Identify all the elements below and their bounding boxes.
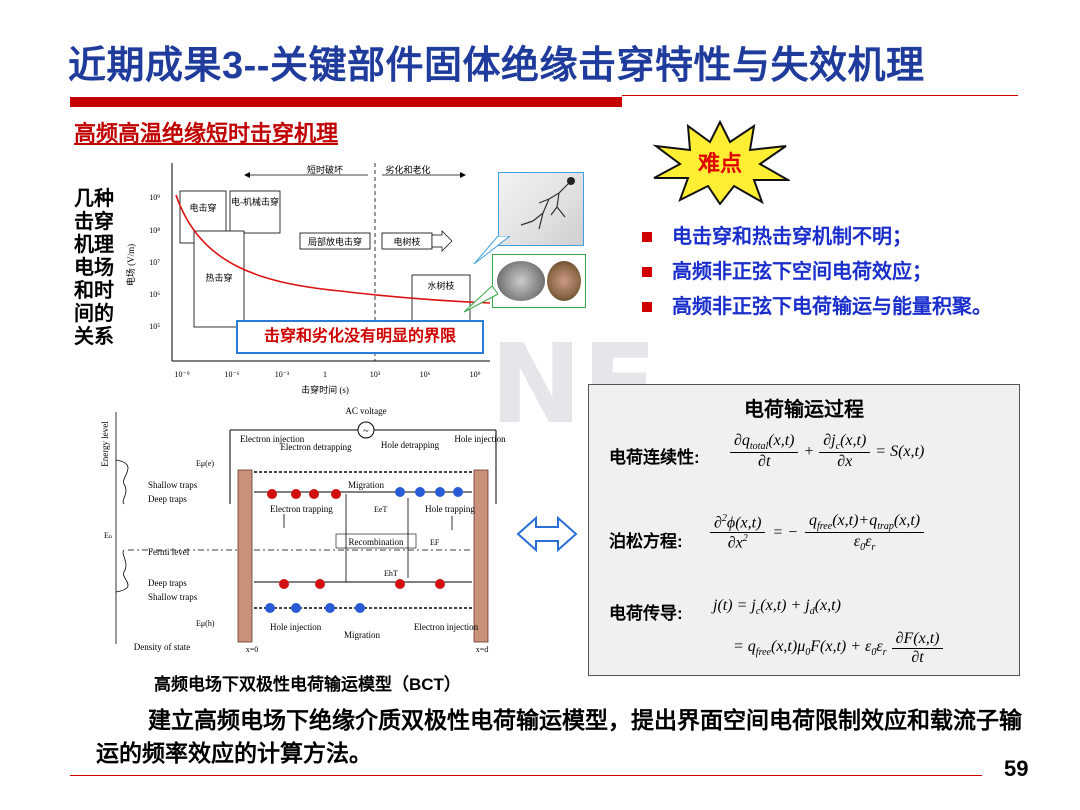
bullet-square-icon: [642, 302, 652, 312]
migration-top-label: Migration: [348, 480, 384, 490]
conduction-equation-1: j(t) = jc(x,t) + jd(x,t): [713, 597, 841, 618]
y-tick: 10⁸: [149, 226, 160, 235]
title-underline-line: [622, 95, 1018, 96]
tree-callout-pointer: [473, 236, 510, 265]
deep-traps-label-2: Deep traps: [148, 578, 187, 588]
xd-label: x=d: [476, 645, 489, 654]
bct-model-diagram: Energy level Density of state Shallow tr…: [100, 406, 506, 654]
aging-label: 劣化和老化: [385, 164, 430, 175]
x-tick: 10⁻³: [275, 370, 290, 379]
hole-trapping-label: Hole trapping: [425, 504, 475, 514]
e-f-label: EF: [430, 538, 440, 547]
x-tick: 10³: [370, 370, 381, 379]
shallow-traps-label: Shallow traps: [148, 480, 198, 490]
conclusion-text: 建立高频电场下绝缘介质双极性电荷输运模型，提出界面空间电荷限制效应和载流子输运的…: [96, 707, 1022, 766]
y-tick: 10⁹: [149, 193, 160, 202]
x-tick: 10⁶: [420, 370, 431, 379]
y-tick: 10⁵: [149, 322, 160, 331]
e-mu-e-label: Eμ(e): [196, 459, 214, 468]
deep-traps-label: Deep traps: [148, 494, 187, 504]
boundary-note-box: 击穿和劣化没有明显的界限: [236, 320, 484, 354]
hole-injection-label: Hole injection: [454, 434, 506, 444]
energy-axis-label: Energy level: [100, 421, 110, 467]
difficulty-burst: [652, 120, 790, 205]
short-term-label: 短时破坏: [307, 164, 343, 175]
x-tick: 10⁻⁹: [174, 370, 189, 379]
box-electromechanical: 电-机械击穿: [231, 196, 279, 207]
y-axis-label: 电场 (V/m): [125, 244, 136, 286]
shallow-traps-label-2: Shallow traps: [148, 592, 198, 602]
x-tick: 10⁹: [470, 370, 481, 379]
difficulty-label: 难点: [697, 151, 742, 176]
e-n-label: Eₙ: [104, 531, 113, 540]
difficulty-bullets: 电击穿和热击穿机制不明； 高频非正弦下空间电荷效应； 高频非正弦下电荷输运与能量…: [640, 224, 992, 329]
boundary-note: 击穿和劣化没有明显的界限: [263, 328, 456, 345]
bullet-square-icon: [642, 267, 652, 277]
footer-line: [70, 775, 982, 776]
box-electrical-tree: 电树枝: [393, 236, 420, 247]
poisson-label: 泊松方程:: [609, 532, 683, 551]
continuity-equation: ∂qtotal(x,t)∂t + ∂jc(x,t)∂x = S(x,t): [729, 431, 928, 472]
fermi-level-label: Fermi level: [148, 547, 190, 557]
bct-caption: 高频电场下双极性电荷输运模型（BCT）: [154, 675, 461, 694]
bullet-item: 高频非正弦下电荷输运与能量积聚。: [640, 294, 992, 329]
box-water-tree: 水树枝: [427, 280, 454, 291]
x-axis-label: 击穿时间 (s): [301, 384, 349, 395]
ac-symbol-icon: ~: [363, 426, 369, 437]
page-number: 59: [1004, 756, 1029, 781]
e-ht-label: EhT: [384, 569, 398, 578]
bullet-item: 高频非正弦下空间电荷效应；: [640, 259, 992, 294]
section-subtitle: 高频高温绝缘短时击穿机理: [74, 121, 339, 146]
electron-trapping-label: Electron trapping: [270, 504, 333, 514]
water-tree-callout-pointer: [463, 286, 498, 313]
e-mu-h-label: Eμ(h): [196, 619, 215, 628]
side-label: 几种击穿机理电场和时间的关系: [74, 188, 114, 348]
recombination-label: Recombination: [349, 537, 404, 547]
charge-transport-panel: 电荷输运过程 电荷连续性: ∂qtotal(x,t)∂t + ∂jc(x,t)∂…: [588, 384, 1020, 676]
page-title: 近期成果3--关键部件固体绝缘击穿特性与失效机理: [68, 45, 925, 87]
x-tick: 1: [323, 370, 327, 379]
conduction-equation-2: = qfree(x,t)μ0F(x,t) + ε0εr ∂F(x,t)∂t: [729, 629, 944, 668]
continuity-label: 电荷连续性:: [609, 448, 700, 467]
breakdown-curve: [175, 194, 491, 304]
x-tick: 10⁻⁶: [224, 370, 239, 379]
x0-label: x=0: [246, 645, 259, 654]
box-thermal-breakdown: 热击穿: [205, 272, 232, 283]
electron-injection-label: Electron injection: [240, 434, 305, 444]
breakdown-mechanism-chart: 短时破坏 劣化和老化 电场 (V/m) 10⁹ 10⁸ 10⁷ 10⁶ 10⁵ …: [125, 163, 491, 395]
box-electric-breakdown: 电击穿: [189, 202, 216, 213]
charge-transport-title: 电荷输运过程: [744, 399, 864, 421]
box-partial-discharge: 局部放电击穿: [308, 236, 362, 247]
hole-detrapping-label: Hole detrapping: [381, 440, 440, 450]
y-tick: 10⁶: [149, 290, 160, 299]
bullet-item: 电击穿和热击穿机制不明；: [640, 224, 992, 259]
title-underline-bar: [70, 97, 622, 107]
e-et-label: EeT: [374, 505, 387, 514]
water-tree-image: [492, 254, 586, 308]
density-axis-label: Density of state: [134, 642, 191, 652]
bullet-square-icon: [642, 232, 652, 242]
migration-bottom-label: Migration: [344, 630, 380, 640]
electron-injection-bottom-label: Electron injection: [414, 622, 479, 632]
y-tick: 10⁷: [149, 258, 160, 267]
poisson-equation: ∂2ϕ(x,t)∂x2 = − qfree(x,t)+qtrap(x,t)ε0ε…: [709, 511, 925, 554]
electrical-tree-image: [498, 172, 584, 246]
hole-injection-bottom-label: Hole injection: [270, 622, 322, 632]
conduction-label: 电荷传导:: [609, 604, 683, 623]
ac-voltage-label: AC voltage: [345, 406, 386, 416]
electron-detrapping-label: Electron detrapping: [280, 442, 352, 452]
bidirectional-arrow-icon: [516, 515, 578, 553]
